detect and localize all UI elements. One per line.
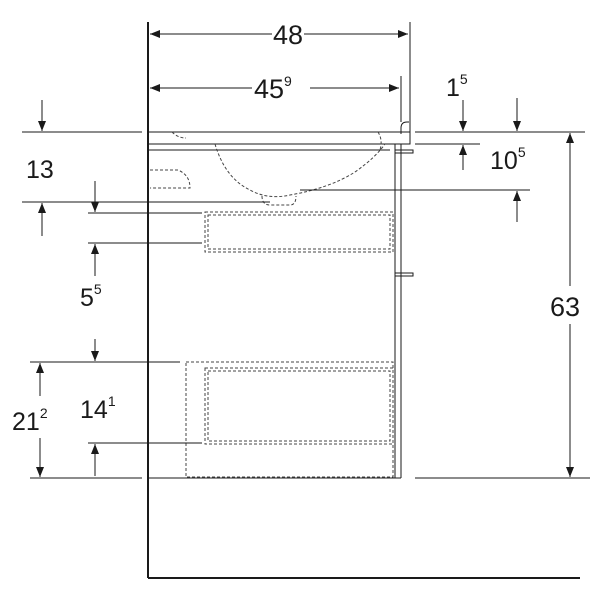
upper-handle xyxy=(394,149,414,154)
basin-rim xyxy=(171,131,187,139)
upper-drawer-outline xyxy=(204,211,394,253)
label-basin-depth: 105 xyxy=(490,144,526,175)
hidden-lines xyxy=(150,131,394,478)
overflow-rim xyxy=(377,131,382,151)
label-top-offset: 13 xyxy=(26,156,54,184)
label-inner-width: 459 xyxy=(254,73,292,104)
label-lower-front: 212 xyxy=(12,405,48,436)
wall-and-floor xyxy=(147,22,580,579)
top-edge-profile xyxy=(400,121,409,134)
label-drawer-gap: 55 xyxy=(80,281,102,312)
lower-drawer-outer xyxy=(185,361,394,478)
lower-handle xyxy=(394,272,414,277)
basin-bowl-outline xyxy=(214,143,386,198)
label-total-height: 63 xyxy=(550,292,580,322)
lower-drawer-inner xyxy=(207,370,391,442)
label-top-thickness: 15 xyxy=(446,71,468,102)
countertop xyxy=(147,131,411,145)
upper-drawer-inner xyxy=(207,214,391,250)
dimension-labels: 48 459 15 105 13 55 63 212 141 xyxy=(12,20,580,436)
cabinet-body xyxy=(147,121,414,479)
basin-rear-outline xyxy=(150,169,191,189)
lower-drawer-outline xyxy=(204,367,394,445)
dimension-lines xyxy=(36,30,574,477)
label-lower-inner: 141 xyxy=(80,393,116,424)
extension-lines xyxy=(22,22,590,479)
label-overall-width: 48 xyxy=(273,20,303,50)
drain-outlet xyxy=(261,195,297,206)
